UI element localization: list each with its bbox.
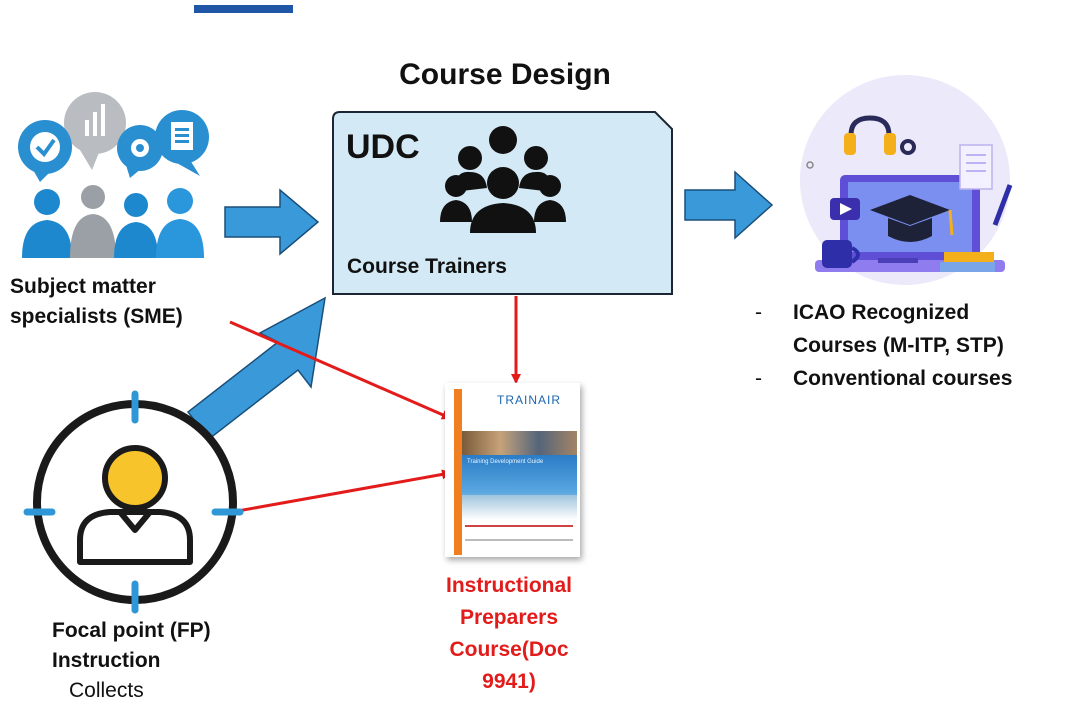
udc-box <box>332 111 673 295</box>
fp-to-doc-red-arrow <box>231 469 452 514</box>
target-person-icon <box>23 390 244 614</box>
header-accent-bar <box>194 5 293 13</box>
ipc-line1: Instructional <box>445 574 572 597</box>
doc-guide-title: Training Development Guide <box>467 459 544 465</box>
doc-brand-label: TRAINAIR <box>497 393 562 407</box>
ipc-line2: Preparers <box>459 606 559 629</box>
sme-label: Subject matter specialists (SME) <box>10 272 183 332</box>
outcome-item-1-line2: Courses (M-ITP, STP) <box>793 334 1004 357</box>
doc-orange-stripe <box>454 389 462 555</box>
udc-label: UDC <box>346 128 420 166</box>
sme-label-line2: specialists (SME) <box>10 305 183 328</box>
diagram-title: Course Design <box>399 58 611 91</box>
bullet-dash: - <box>755 301 762 324</box>
group-people-icon <box>440 126 566 233</box>
doc-photo-banner <box>462 431 577 455</box>
doc-9941-cover: TRAINAIR Training Development Guide <box>445 383 580 557</box>
outcome-item-1-line1: ICAO Recognized <box>793 301 970 324</box>
sme-label-line1: Subject matter <box>10 275 156 298</box>
ipc-line3: Course(Doc <box>449 638 569 661</box>
e-learning-laptop-icon <box>800 75 1013 285</box>
outcome-item-1: - ICAO Recognized <box>755 296 1012 329</box>
udc-to-courses-arrow <box>684 170 774 240</box>
fp-label-line2: Instruction <box>52 649 161 672</box>
doc-footer-line-2 <box>465 539 573 541</box>
instructional-course-label: Instructional Preparers Course(Doc 9941) <box>414 570 604 698</box>
doc-footer-line <box>465 525 573 527</box>
bullet-dash: - <box>755 367 762 390</box>
speech-bubbles-people-icon <box>18 92 209 258</box>
course-trainers-label: Course Trainers <box>347 255 507 278</box>
ipc-line4: 9941) <box>482 670 536 693</box>
outcome-item-2: - Conventional courses <box>755 362 1012 395</box>
sme-to-udc-arrow <box>224 188 320 256</box>
fp-to-udc-arrow <box>186 296 326 441</box>
sme-to-doc-red-arrow <box>229 320 452 420</box>
doc-sky-image <box>462 495 577 520</box>
course-outcomes-list: - ICAO Recognized Courses (M-ITP, STP) -… <box>755 296 1012 395</box>
focal-point-label: Focal point (FP) Instruction Collects <box>52 616 211 706</box>
outcome-item-2-text: Conventional courses <box>793 367 1013 390</box>
fp-label-line1: Focal point (FP) <box>52 619 211 642</box>
fp-label-line3: Collects <box>69 679 144 702</box>
